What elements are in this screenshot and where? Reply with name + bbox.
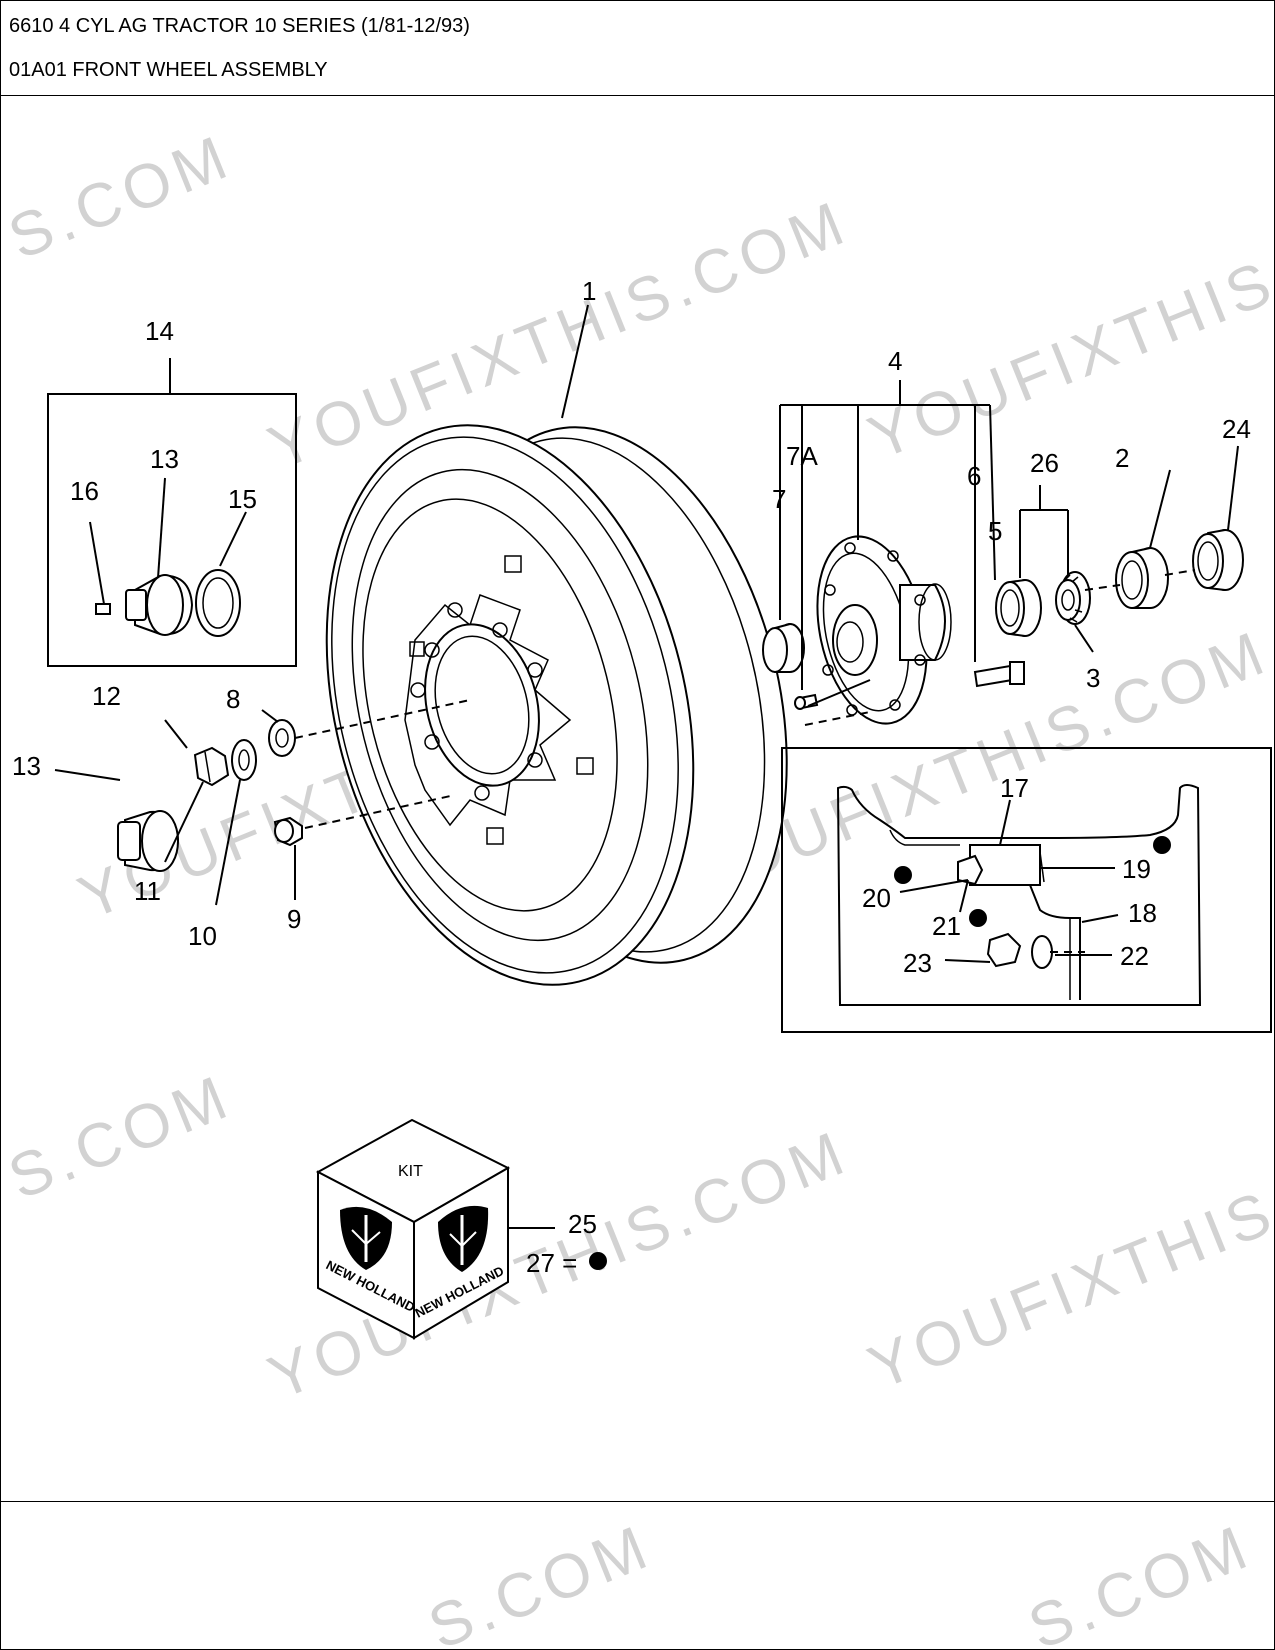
axis-line xyxy=(1164,569,1196,576)
callout-25: 25 xyxy=(568,1209,597,1239)
callout-11: 11 xyxy=(134,876,161,906)
callout-10: 10 xyxy=(188,921,217,951)
callout-13-inset: 13 xyxy=(150,444,179,474)
section-title: 01A01 FRONT WHEEL ASSEMBLY xyxy=(9,59,328,81)
kit-legend-dot xyxy=(589,1252,607,1270)
hub-seal xyxy=(762,623,805,673)
callout-1: 1 xyxy=(582,276,596,306)
watermark-text: YOUFIXTHIS.COM xyxy=(859,1108,1275,1403)
hub-assembly xyxy=(816,535,952,725)
spindle-nut xyxy=(268,699,471,757)
callout-20: 20 xyxy=(862,883,891,913)
callout-9: 9 xyxy=(287,904,301,934)
callout-13: 13 xyxy=(12,751,41,781)
model-title: 6610 4 CYL AG TRACTOR 10 SERIES (1/81-12… xyxy=(9,15,470,37)
callout-16: 16 xyxy=(70,476,99,506)
washer xyxy=(231,739,257,781)
callout-21: 21 xyxy=(932,911,961,941)
kit-label: KIT xyxy=(398,1163,423,1180)
rim-section-inset xyxy=(781,747,1272,1033)
footer-divider xyxy=(1,1501,1274,1502)
callout-22: 22 xyxy=(1120,941,1149,971)
kit-inset-box xyxy=(47,358,297,667)
new-holland-leaf-logo-right xyxy=(438,1205,489,1272)
watermark-text: S.COM xyxy=(1019,1512,1261,1650)
hub-cap xyxy=(117,810,180,872)
callout-7: 7 xyxy=(772,484,786,514)
bearing-cup-inner xyxy=(995,579,1042,637)
callout-14: 14 xyxy=(145,316,174,346)
bearing-cone-outer xyxy=(1055,571,1091,625)
callout-26: 26 xyxy=(1030,448,1059,478)
leader-lines xyxy=(54,304,1239,963)
callout-4: 4 xyxy=(888,346,902,376)
watermark-text: S.COM xyxy=(0,1062,241,1213)
callout-12: 12 xyxy=(92,681,121,711)
callout-19: 19 xyxy=(1122,854,1151,884)
wheel-nut xyxy=(273,794,456,847)
inset-grease-fitting xyxy=(89,521,111,615)
wheel-rim xyxy=(325,424,788,986)
kit-cube: KIT NEW HOLLAND NEW HOLLAND xyxy=(315,1118,607,1340)
callout-8: 8 xyxy=(226,684,240,714)
callout-18: 18 xyxy=(1128,898,1157,928)
watermark-text: S.COM xyxy=(0,122,241,273)
callout-24: 24 xyxy=(1222,414,1251,444)
callout-27: 27 = xyxy=(526,1248,577,1278)
inset-hub-cap xyxy=(125,574,194,636)
watermark-text: YOUFIXTHIS.COM xyxy=(859,178,1275,473)
callout-17: 17 xyxy=(1000,773,1029,803)
callout-6: 6 xyxy=(967,461,981,491)
cotter-pin xyxy=(164,719,188,749)
wheel-studs xyxy=(794,661,1025,726)
dust-cap-seal xyxy=(1192,529,1244,591)
callout-2: 2 xyxy=(1115,443,1129,473)
callout-5: 5 xyxy=(988,516,1002,546)
bearing-cup-outer xyxy=(1115,547,1169,609)
callout-7a: 7A xyxy=(786,441,818,471)
callout-23: 23 xyxy=(903,948,932,978)
inset-o-ring xyxy=(195,569,241,637)
axis-line xyxy=(1084,584,1121,591)
callout-15: 15 xyxy=(228,484,257,514)
new-holland-leaf-logo-left xyxy=(340,1206,392,1270)
callout-labels: 1 2 3 4 5 6 7 7A 8 9 10 11 12 13 13 14 1… xyxy=(12,276,1251,1278)
castle-nut xyxy=(193,746,230,787)
callout-3: 3 xyxy=(1086,663,1100,693)
watermark-text: S.COM xyxy=(419,1512,661,1650)
header-divider xyxy=(1,95,1274,96)
